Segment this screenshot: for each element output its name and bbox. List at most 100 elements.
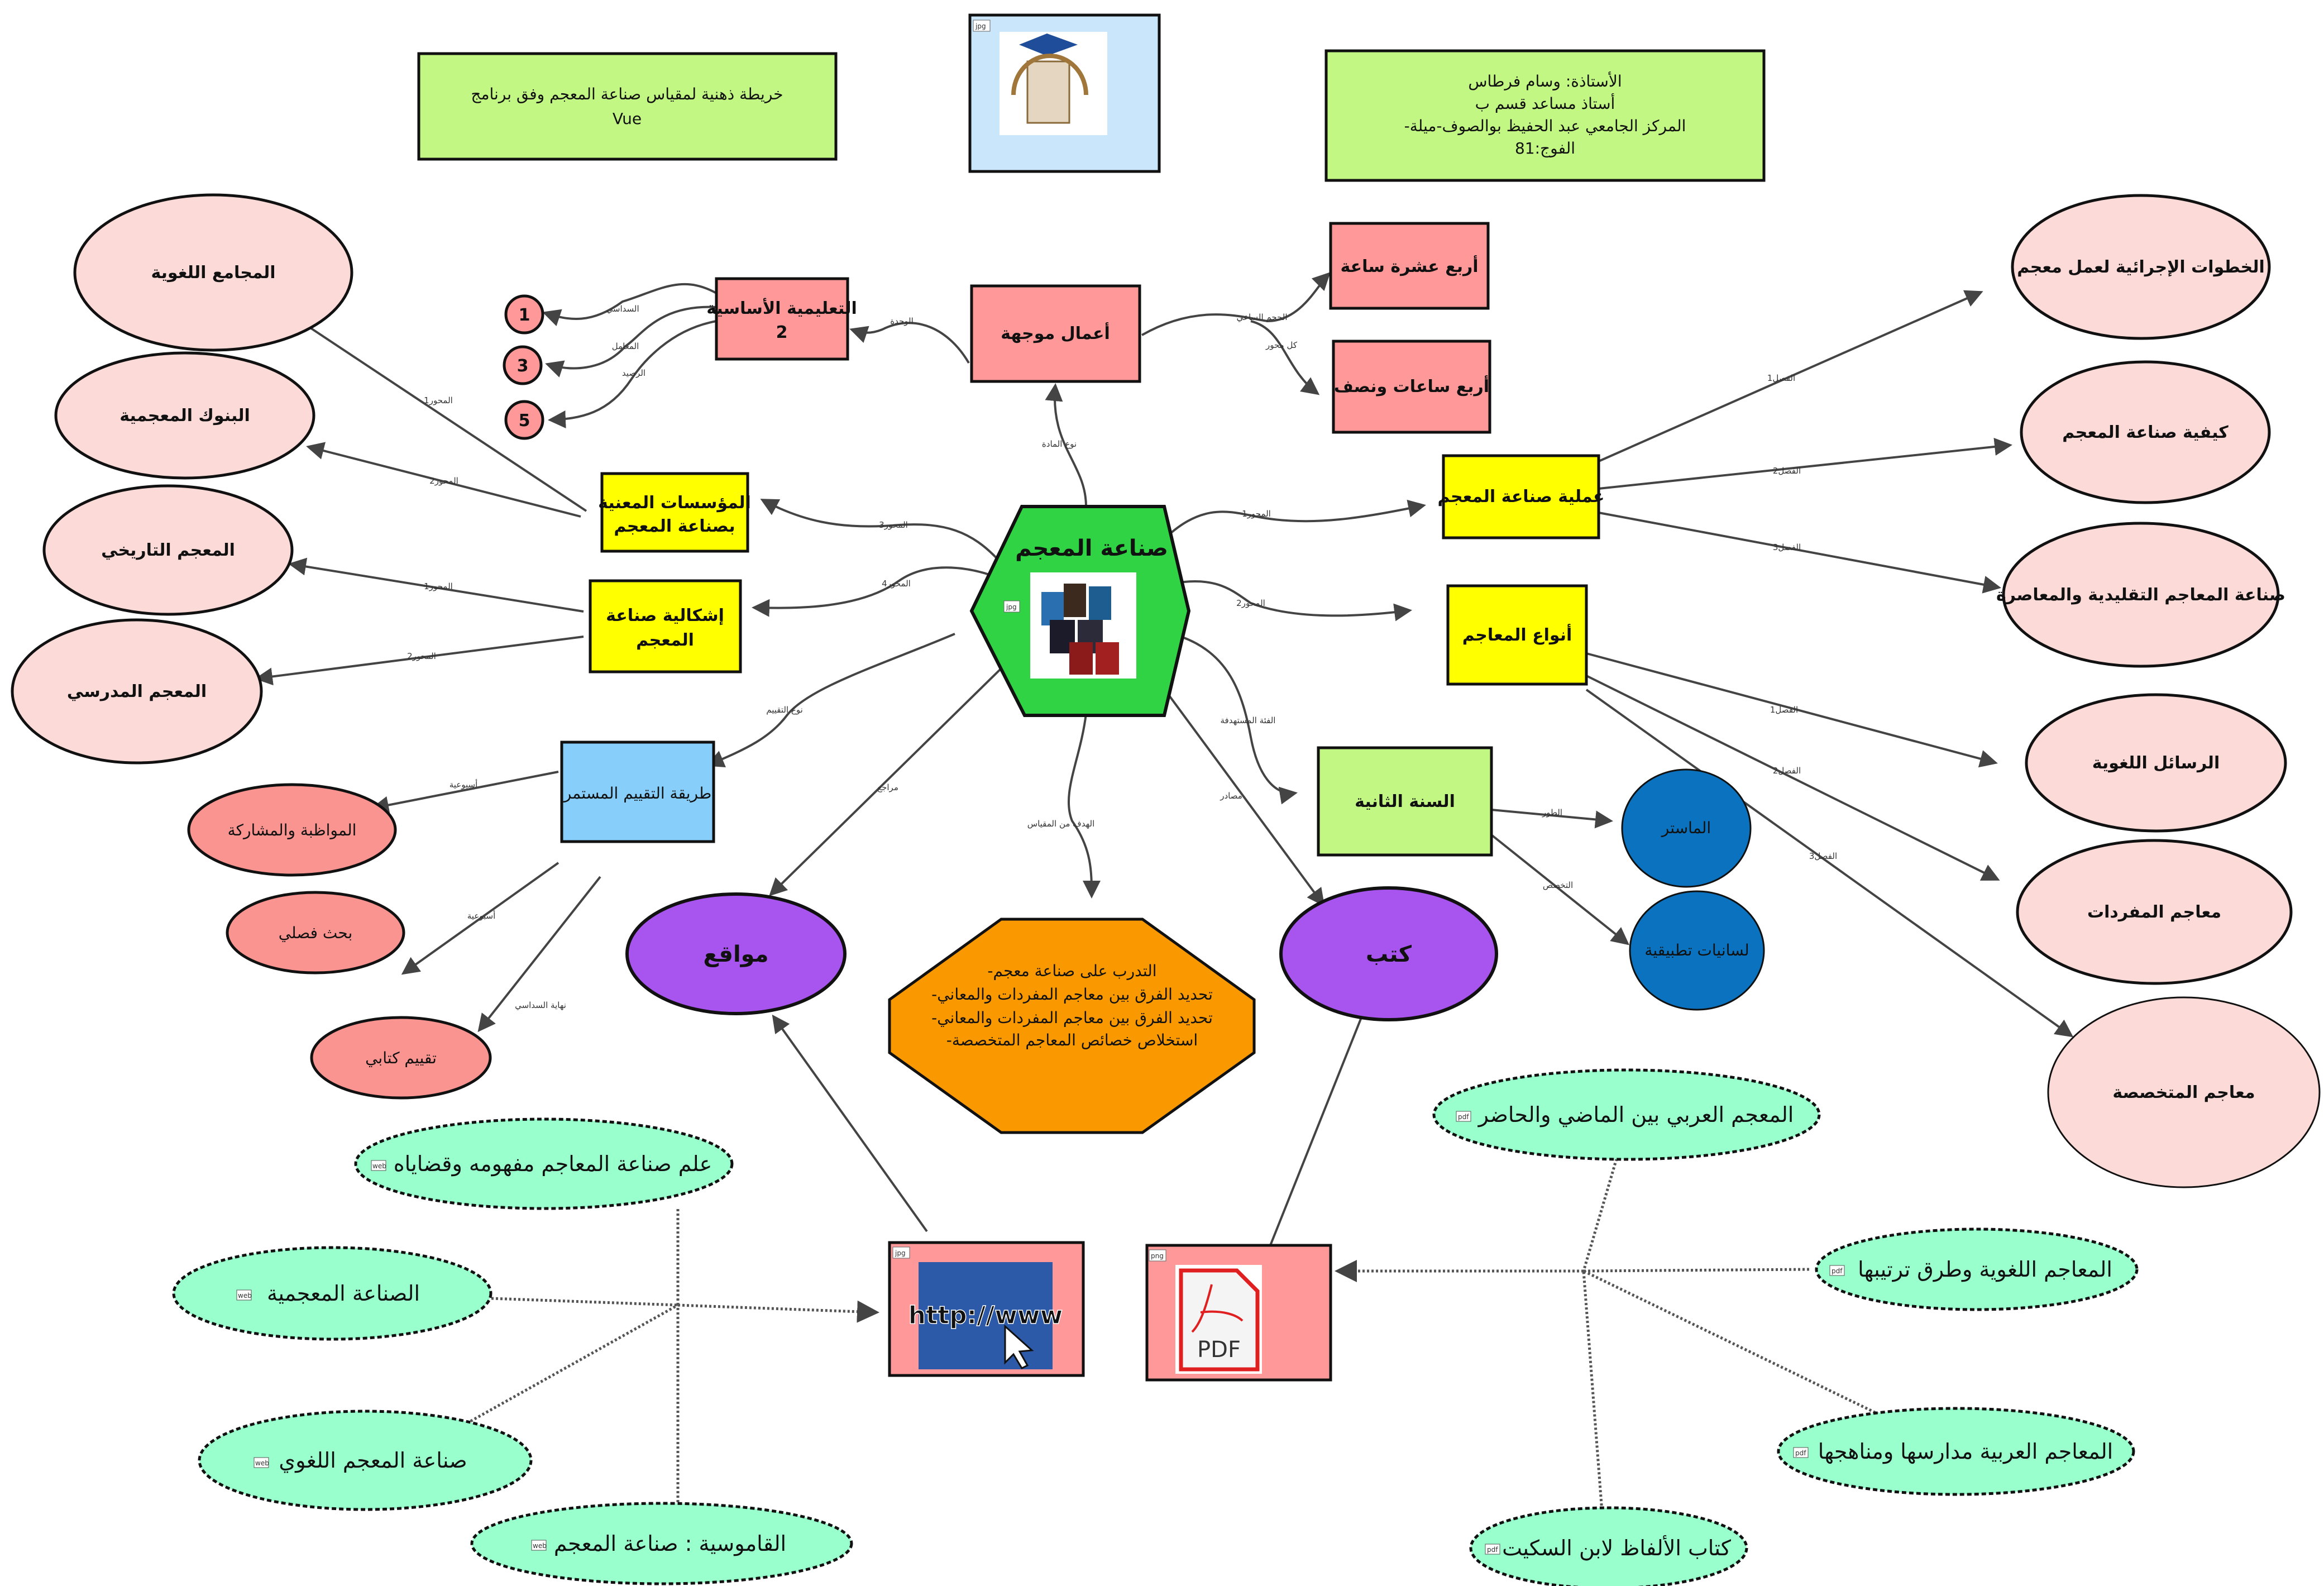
node-label: إشكالية صناعة (606, 606, 724, 625)
node-label: 3 (517, 356, 529, 376)
node-credit-5[interactable]: 5 (504, 400, 544, 440)
node-label: المؤسسات المعنية (598, 493, 751, 513)
node-academies[interactable]: المجامع اللغوية (73, 193, 353, 352)
edge-ch3-traditional (1598, 512, 2001, 594)
node-theses[interactable]: الرسائل اللغوية (2025, 693, 2287, 833)
node-label: كتب (1366, 942, 1412, 967)
node-fourteen-hours[interactable]: أربع عشرة ساعة (1329, 222, 1490, 310)
resource-badge: web (372, 1162, 386, 1170)
edge-axis1 (1160, 499, 1426, 543)
node-label: كيفية صناعة المعجم (2062, 423, 2229, 442)
edge-inst-axis1 (285, 311, 587, 512)
edge-label: الفصل2 (1773, 466, 1801, 476)
info-line: -المركز الجامعي عبد الحفيظ بوالصوف-ميلة (1404, 117, 1686, 135)
node-second-year[interactable]: السنة الثانية (1317, 746, 1493, 857)
node-books[interactable]: كتب (1279, 886, 1498, 1021)
node-historical[interactable]: المعجم التاريخي (42, 484, 294, 616)
node-four-half-hours[interactable]: أربع ساعات ونصف (1332, 340, 1491, 434)
edge-label: المحور2 (1236, 598, 1265, 608)
node-steps[interactable]: الخطوات الإجرائية لعمل معجم (2011, 194, 2271, 340)
goal-line: -تحديد الفرق بين معاجم المفردات والمعاني (931, 985, 1213, 1004)
edge-coefficient (545, 305, 717, 378)
edge-web-to-websites (772, 1014, 928, 1233)
node-attendance[interactable]: المواظبة والمشاركة (187, 783, 397, 877)
edge-label: المحور1 (424, 395, 453, 405)
goal-line: -تحديد الفرق بين معاجم المفردات والمعاني (931, 1009, 1213, 1027)
edge-label: المحور3 (879, 520, 908, 530)
dotted-link (1582, 1270, 1604, 1520)
edge-label: أسبوعية (450, 779, 478, 790)
node-vocab[interactable]: معاجم المفردات (2016, 839, 2293, 985)
edge-assessment-type (706, 633, 955, 767)
pdf-image-box[interactable]: png PDF (1145, 1244, 1332, 1382)
edge-ch1-theses (1586, 652, 1998, 768)
edge-label: الفصل2 (1773, 766, 1801, 776)
logo-box[interactable]: jpg (968, 13, 1161, 173)
node-master[interactable]: الماستر (1621, 768, 1752, 888)
node-problematic[interactable]: إشكالية صناعة المعجم (589, 579, 742, 673)
edge-specialty (1490, 834, 1630, 945)
node-banks[interactable]: البنوك المعجمية (54, 351, 315, 480)
edge-label: مصادر (1220, 791, 1242, 801)
edge-semester-end (477, 876, 601, 1033)
info-line: الأستاذة: وسام فرطاس (1468, 71, 1622, 90)
edge-target-group (1180, 636, 1298, 805)
dotted-link (434, 1303, 679, 1442)
edge-sources (1158, 680, 1325, 907)
edge-label: نوع التقييم (766, 705, 803, 715)
node-written[interactable]: تقييم كتابي (310, 1016, 492, 1100)
info-line: الفوج:81 (1515, 139, 1575, 158)
node-label: 5 (519, 411, 530, 431)
node-specialized[interactable]: معاجم المتخصصة (2047, 996, 2321, 1188)
node-directed-work[interactable]: أعمال موجهة (970, 284, 1141, 383)
node-label: أربع ساعات ونصف (1334, 375, 1489, 396)
edge-label: الطور (1542, 808, 1562, 818)
node-coefficient-3[interactable]: 3 (503, 345, 543, 385)
node-label: لسانيات تطبيقية (1644, 941, 1749, 959)
resource-label: الصناعة المعجمية (267, 1281, 420, 1306)
edge-references (769, 666, 1003, 896)
edge-label: الفصل1 (1767, 373, 1795, 383)
edge-ch3-specialized (1585, 689, 2074, 1038)
node-label: البنوك المعجمية (119, 406, 250, 426)
node-goals[interactable]: -التدرب على صناعة معجم -تحديد الفرق بين … (888, 918, 1256, 1134)
node-applied-linguistics[interactable]: لسانيات تطبيقية (1629, 890, 1765, 1011)
node-basic-unit[interactable]: التعليمية الأساسية 2 (706, 277, 857, 361)
node-semester-1[interactable]: 1 (504, 294, 544, 335)
node-assessment[interactable]: طريقة التقييم المستمر (560, 741, 715, 843)
edge-label: كل محور (1265, 340, 1298, 350)
edge-axis2 (1172, 580, 1412, 622)
edge-inst-axis2 (306, 442, 581, 518)
node-research[interactable]: بحث فصلي (226, 891, 405, 974)
edge-label: السداسي (606, 304, 639, 314)
edge-label: التخصص (1543, 880, 1573, 890)
pdf-label: PDF (1197, 1337, 1241, 1363)
node-dict-types[interactable]: أنواع المعاجم (1446, 584, 1588, 686)
center-node[interactable]: صناعة المعجم jpg (969, 505, 1191, 717)
resource-badge: pdf (1795, 1449, 1806, 1457)
node-traditional[interactable]: صناعة المعاجم التقليدية والمعاصرة (1996, 522, 2285, 668)
node-websites[interactable]: مواقع (625, 892, 847, 1015)
node-label: صناعة المعاجم التقليدية والمعاصرة (1996, 585, 2285, 605)
node-dict-process[interactable]: عملية صناعة المعجم (1437, 454, 1605, 539)
node-school[interactable]: المعجم المدرسي (11, 618, 263, 765)
resource-badge: pdf (1832, 1267, 1843, 1275)
edge-label: الهدف من المقياس (1027, 819, 1094, 829)
node-label: 2 (776, 323, 788, 342)
node-how[interactable]: كيفية صناعة المعجم (2020, 360, 2271, 504)
web-image-box[interactable]: jpg http://www (888, 1241, 1085, 1377)
node-institutions[interactable]: المؤسسات المعنية بصناعة المعجم (598, 472, 751, 553)
resource-badge: pdf (1487, 1546, 1498, 1554)
node-label: التعليمية الأساسية (706, 298, 857, 318)
node-label: أربع عشرة ساعة (1340, 255, 1478, 276)
edges (255, 272, 2074, 1520)
